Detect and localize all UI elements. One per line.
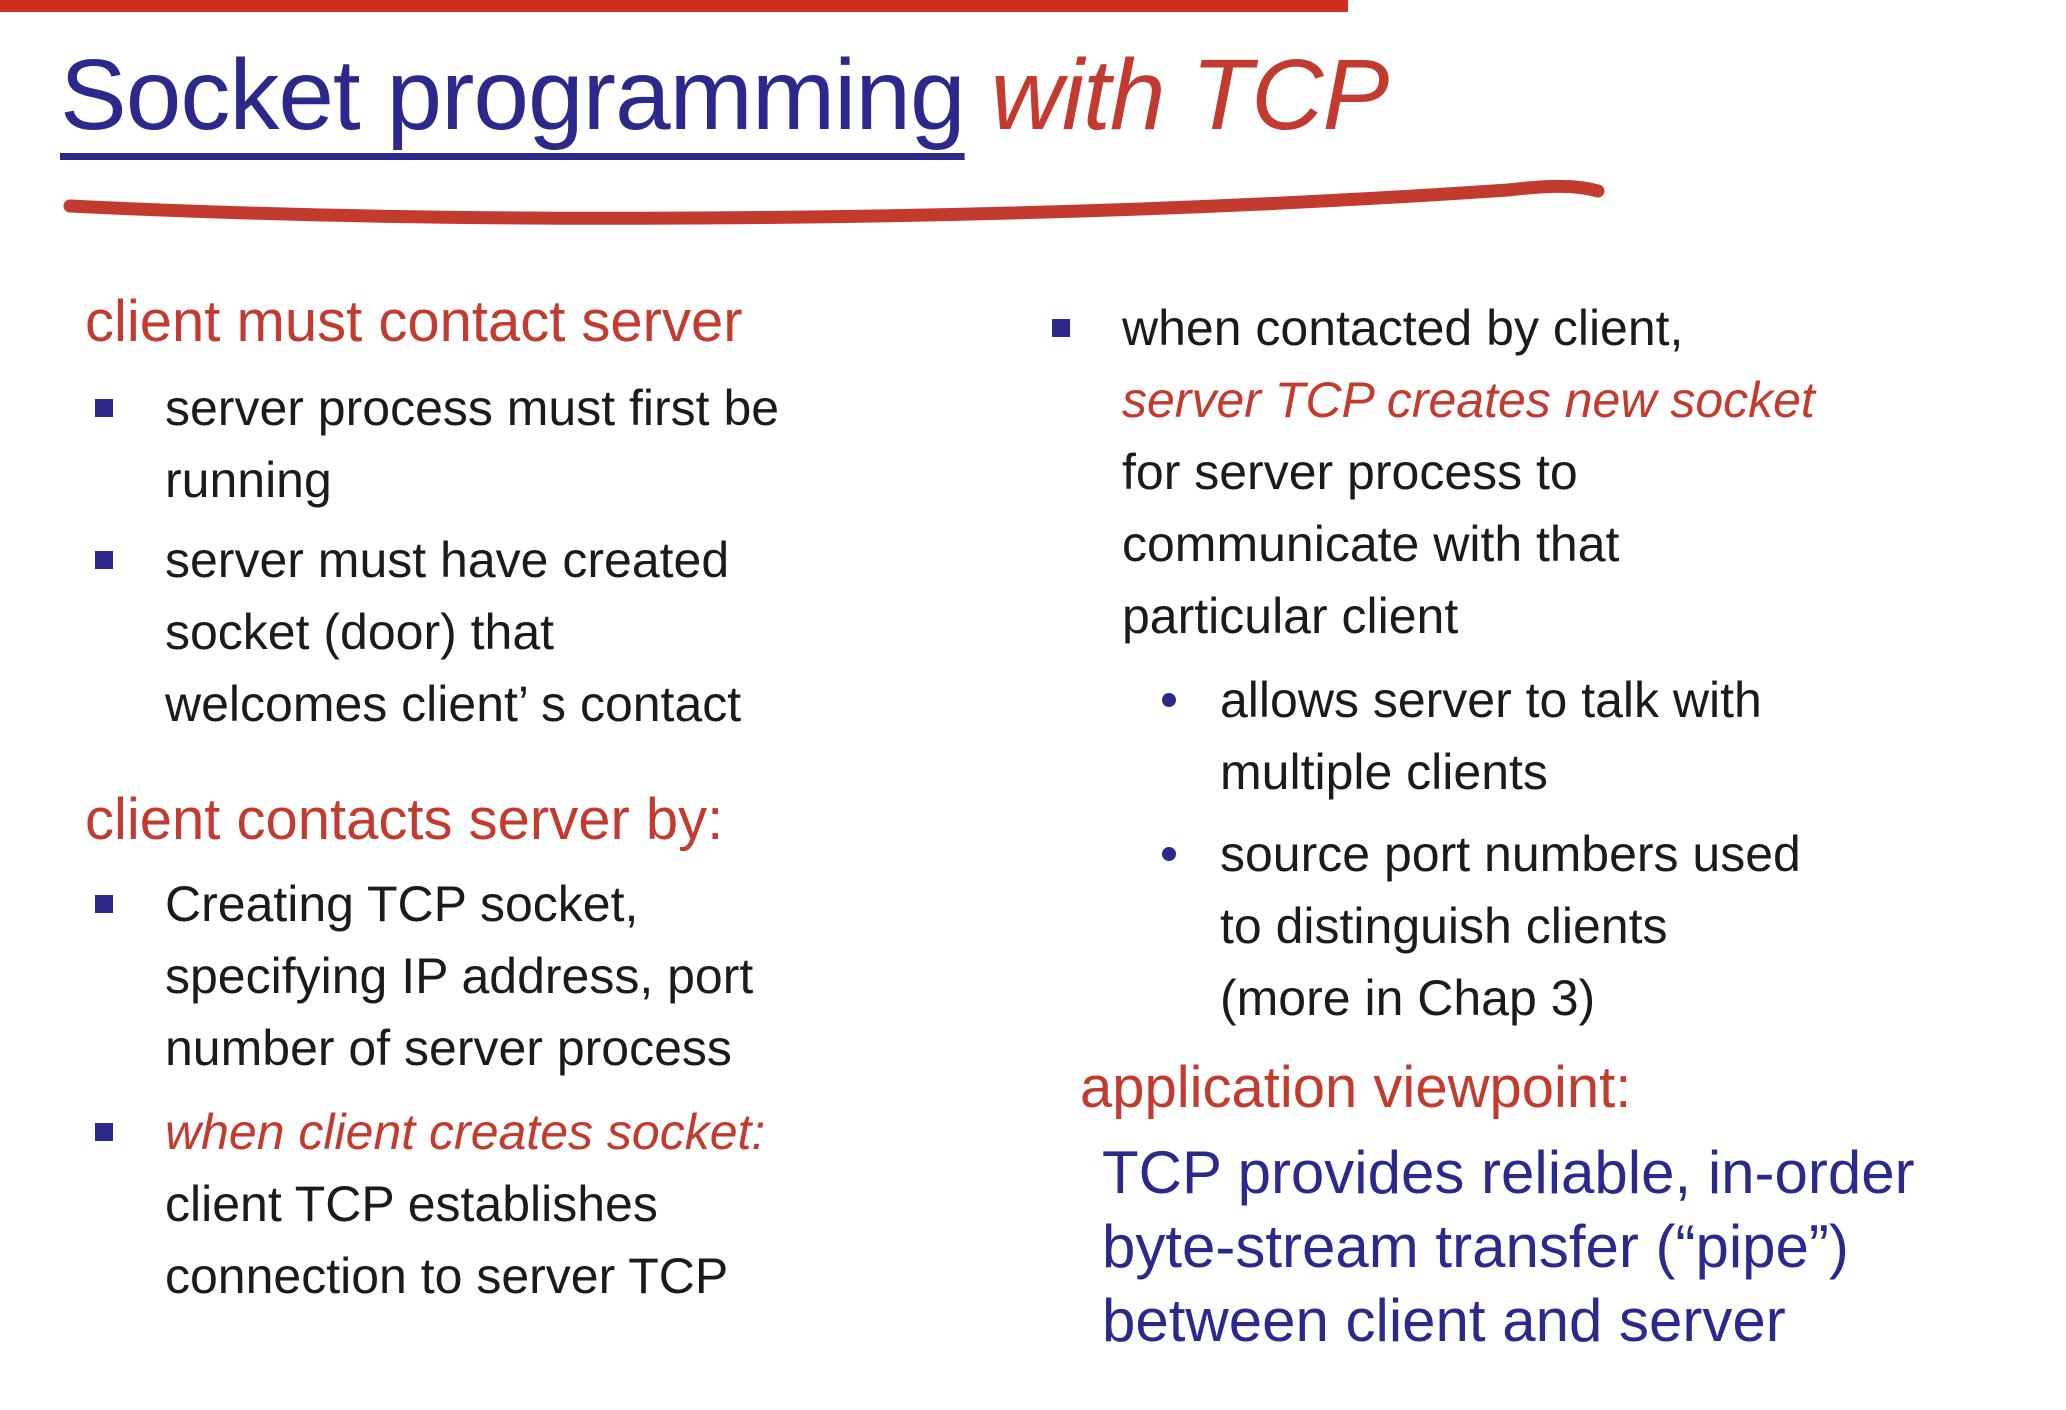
bullet-text-red-emphasis: when client creates socket: — [165, 1104, 766, 1160]
bullet-text-plain: client TCP establishes connection to ser… — [165, 1176, 729, 1304]
sub-bullet-item: source port numbers used to distinguish … — [1162, 818, 1801, 1034]
sub-bullet-item: allows server to talk with multiple clie… — [1162, 664, 1762, 808]
square-bullet-icon — [1052, 319, 1070, 337]
bullet-text-red-emphasis: server TCP creates new socket — [1122, 372, 1815, 428]
section-heading-application-viewpoint: application viewpoint: — [1080, 1055, 1632, 1120]
bullet-item: when client creates socket: client TCP e… — [95, 1096, 765, 1312]
slide-title-main: Socket programming — [60, 39, 966, 151]
square-bullet-icon — [95, 1123, 113, 1141]
dot-bullet-icon — [1162, 693, 1176, 707]
bullet-item: server process must first be running — [95, 372, 779, 516]
top-accent-bar — [0, 0, 1348, 12]
bullet-text: server must have created socket (door) t… — [165, 532, 742, 732]
section-heading-client-contacts-by: client contacts server by: — [85, 787, 724, 852]
bullet-text: server process must first be running — [165, 380, 780, 508]
bullet-text: Creating TCP socket, specifying IP addre… — [165, 876, 754, 1076]
slide-title-accent: with TCP — [990, 39, 1390, 151]
application-viewpoint-text: TCP provides reliable, in-order byte-str… — [1102, 1139, 1915, 1354]
bullet-text-plain: when contacted by client, — [1122, 300, 1684, 356]
section-heading-client-must-contact: client must contact server — [85, 289, 743, 354]
bullet-item: when contacted by client, server TCP cre… — [1052, 292, 1815, 652]
sub-bullet-text: source port numbers used to distinguish … — [1220, 826, 1801, 1026]
square-bullet-icon — [95, 551, 113, 569]
dot-bullet-icon — [1162, 847, 1176, 861]
bullet-text: when client creates socket: client TCP e… — [165, 1096, 765, 1312]
red-underline-swoosh-icon — [63, 179, 1605, 225]
bullet-item: server must have created socket (door) t… — [95, 524, 741, 740]
bullet-text-plain: for server process to communicate with t… — [1122, 444, 1620, 644]
square-bullet-icon — [95, 399, 113, 417]
square-bullet-icon — [95, 895, 113, 913]
sub-bullet-text: allows server to talk with multiple clie… — [1220, 672, 1762, 800]
bullet-item: Creating TCP socket, specifying IP addre… — [95, 868, 753, 1084]
bullet-text: when contacted by client, server TCP cre… — [1122, 292, 1815, 652]
